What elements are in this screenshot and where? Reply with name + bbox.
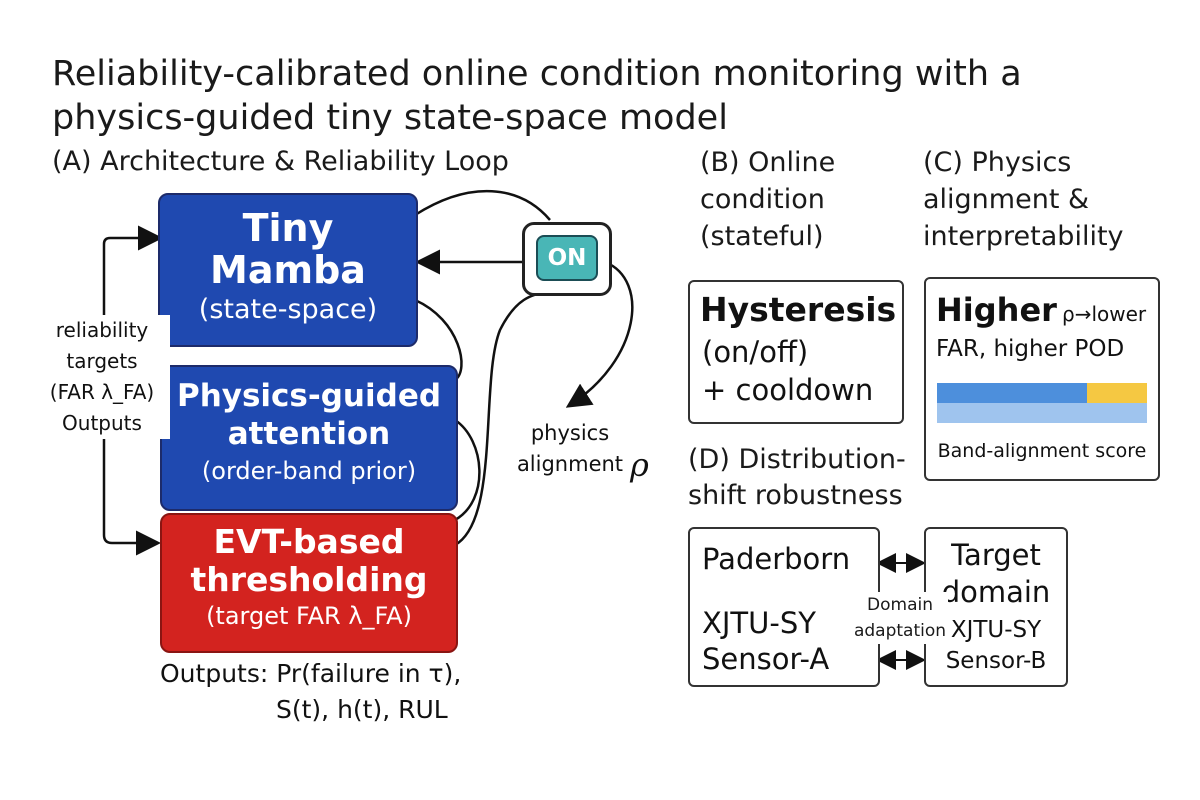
- title-line-2: physics-guided tiny state-space model: [52, 98, 728, 138]
- source-line-3: Sensor-A: [702, 642, 830, 676]
- physics-attention-block: Physics-guided attention (order-band pri…: [160, 365, 458, 511]
- section-a-heading: (A) Architecture & Reliability Loop: [52, 146, 509, 177]
- physics-alignment-label: physics alignment: [500, 418, 640, 480]
- domain-adaptation-1: Domain: [867, 595, 933, 615]
- domain-adaptation-2: adaptation: [853, 621, 947, 641]
- physics-alignment-box: Higher ρ→lower FAR, higher POD Band-alig…: [924, 277, 1160, 481]
- hysteresis-title: Hysteresis: [700, 290, 897, 329]
- tiny-mamba-subtitle: (state-space): [198, 294, 378, 325]
- evt-title-1: EVT-based: [213, 522, 405, 561]
- hysteresis-line-2: (on/off): [702, 335, 809, 369]
- section-c-heading-3: interpretability: [923, 221, 1124, 252]
- physics-attention-title-2: attention: [227, 416, 391, 452]
- section-b-heading-2: condition: [700, 184, 825, 215]
- band-alignment-caption: Band-alignment score: [937, 440, 1147, 462]
- outputs-line-1: Outputs: Pr(failure in τ),: [160, 659, 462, 688]
- rho-symbol: ρ: [630, 446, 649, 484]
- physics-attention-title-1: Physics-guided: [176, 378, 442, 414]
- section-d-heading-1: (D) Distribution-: [688, 444, 906, 475]
- section-c-heading-1: (C) Physics: [923, 147, 1072, 178]
- target-line-2: domain: [941, 575, 1051, 609]
- hysteresis-box: Hysteresis (on/off) + cooldown: [688, 280, 904, 424]
- domain-adaptation-label: Domain adaptation: [852, 592, 948, 644]
- on-toggle: ON: [522, 222, 612, 296]
- higher-label: Higher: [936, 291, 1057, 329]
- target-domain-box: Target domain XJTU-SY Sensor-B: [924, 527, 1068, 687]
- physics-alignment-arrow: [565, 260, 634, 408]
- rho-lower-label: ρ→lower: [1062, 302, 1147, 326]
- outputs-line-2: S(t), h(t), RUL: [276, 695, 448, 724]
- source-domain-box: Paderborn XJTU-SY Sensor-A: [688, 527, 880, 687]
- section-c-heading-2: alignment &: [923, 184, 1090, 215]
- tiny-mamba-block: Tiny Mamba (state-space): [158, 193, 418, 347]
- physics-alignment-1: physics: [530, 421, 610, 445]
- evt-threshold-block: EVT-based thresholding (target FAR λ_FA): [160, 513, 458, 653]
- reliability-label-1: reliability: [55, 318, 149, 342]
- section-d-heading: (D) Distribution- shift robustness: [688, 442, 906, 514]
- reliability-targets-label: reliability targets (FAR λ_FA) Outputs: [34, 315, 170, 439]
- hysteresis-line-3: + cooldown: [702, 373, 874, 407]
- reliability-label-2: targets: [66, 349, 138, 373]
- band-alignment-bar: [937, 383, 1147, 423]
- source-line-2: XJTU-SY: [702, 606, 816, 640]
- section-b-heading-3: (stateful): [700, 221, 824, 252]
- section-c-heading: (C) Physics alignment & interpretability: [923, 144, 1124, 255]
- bar-segment-light: [937, 403, 1147, 423]
- target-line-4: Sensor-B: [945, 648, 1047, 674]
- title-line-1: Reliability-calibrated online condition …: [52, 54, 1022, 94]
- physics-attention-subtitle: (order-band prior): [201, 457, 417, 485]
- bar-segment-blue: [937, 383, 1087, 403]
- physics-alignment-2: alignment: [516, 452, 624, 476]
- target-line-1: Target: [951, 538, 1041, 572]
- on-toggle-label: ON: [536, 235, 598, 281]
- section-d-heading-2: shift robustness: [688, 480, 903, 511]
- target-line-3: XJTU-SY: [950, 617, 1042, 643]
- section-b-heading: (B) Online condition (stateful): [700, 144, 835, 255]
- section-b-heading-1: (B) Online: [700, 147, 836, 178]
- reliability-label-3: (FAR λ_FA): [49, 380, 155, 404]
- tiny-mamba-title-1: Tiny: [242, 206, 334, 250]
- bar-segment-yellow: [1087, 383, 1147, 403]
- evt-title-2: thresholding: [190, 560, 428, 599]
- far-pod-label: FAR, higher POD: [936, 336, 1125, 362]
- source-line-1: Paderborn: [702, 542, 851, 576]
- higher-rho-row: Higher ρ→lower: [936, 291, 1146, 329]
- reliability-label-4: Outputs: [62, 411, 142, 435]
- evt-subtitle: (target FAR λ_FA): [206, 602, 412, 630]
- page-title: Reliability-calibrated online condition …: [52, 52, 1022, 140]
- tiny-mamba-title-2: Mamba: [210, 248, 366, 292]
